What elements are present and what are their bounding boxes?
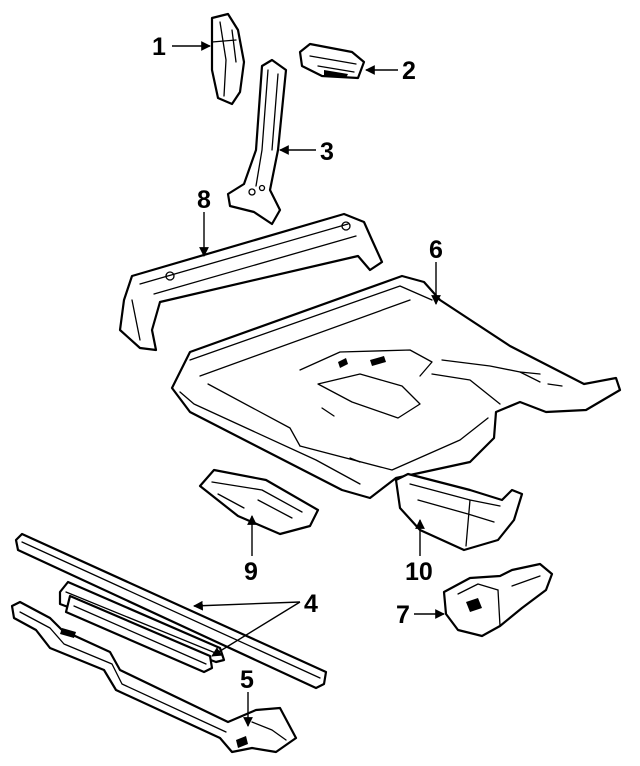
callout-9: 9	[244, 558, 258, 586]
leader-4a	[193, 600, 301, 611]
callout-1: 1	[152, 33, 166, 61]
part-4-rocker-rails	[14, 532, 328, 690]
part-8-crossmember	[118, 212, 384, 352]
part-3-center-pillar	[226, 58, 288, 226]
callout-6: 6	[429, 236, 443, 264]
part-6-floor-pan	[170, 274, 622, 500]
part-9-floor-panel	[198, 468, 320, 536]
callout-labels: 1 2 3 8 6 9 10 4 7 5	[152, 33, 443, 694]
callout-2: 2	[402, 57, 416, 85]
leader-lines	[172, 41, 445, 727]
part-1-upper-pillar	[210, 12, 246, 106]
part-2-bracket	[298, 42, 366, 80]
part-5-sill-rail	[10, 600, 298, 754]
callout-5: 5	[240, 666, 254, 694]
part-7-bracket	[442, 562, 554, 638]
callout-8: 8	[197, 186, 211, 214]
part-10-rear-floor	[394, 472, 524, 552]
leader-4b	[211, 601, 301, 657]
callout-7: 7	[396, 601, 410, 629]
callout-10: 10	[405, 558, 433, 586]
callout-4: 4	[304, 590, 318, 618]
callout-3: 3	[320, 138, 334, 166]
